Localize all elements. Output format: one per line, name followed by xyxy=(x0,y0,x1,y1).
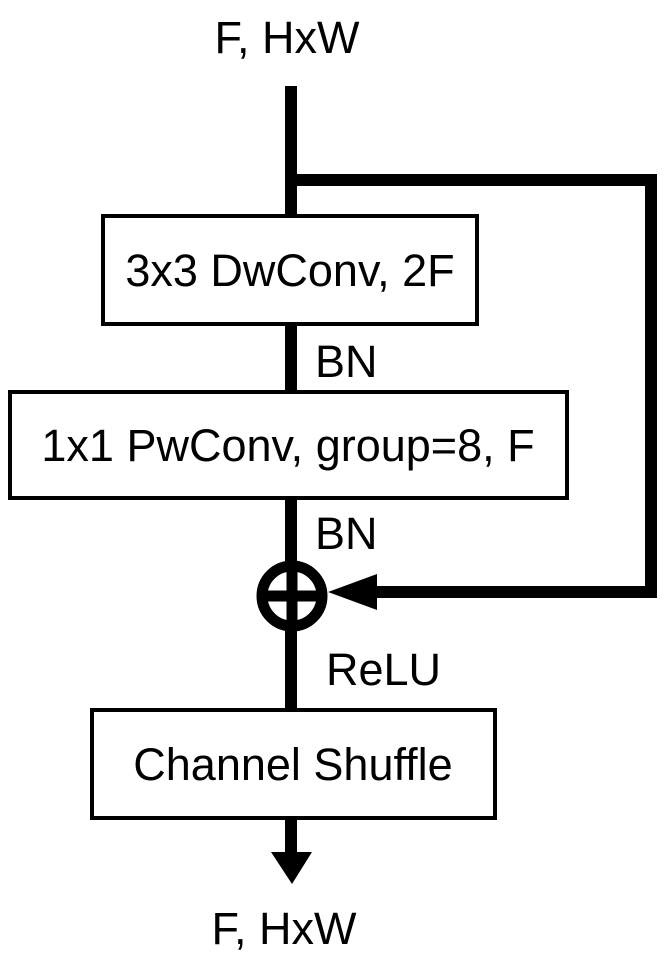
bn-label-1: BN xyxy=(315,336,378,387)
dwconv-box-rect xyxy=(101,214,479,326)
dwconv-box-label: 3x3 DwConv, 2F xyxy=(125,245,454,296)
input-label: F, HxW xyxy=(215,12,361,63)
output-arrowhead-icon xyxy=(271,852,312,884)
skip-arrowhead-icon xyxy=(328,574,377,610)
circled-plus-icon xyxy=(256,560,328,632)
pwconv-box: 1x1 PwConv, group=8, F xyxy=(8,390,569,500)
skip-connection-line xyxy=(291,174,657,598)
relu-label: ReLU xyxy=(326,644,441,695)
dwconv-box: 3x3 DwConv, 2F xyxy=(101,214,479,326)
bn-label-2: BN xyxy=(315,508,378,559)
channel-shuffle-box-rect xyxy=(90,708,497,820)
output-label: F, HxW xyxy=(212,903,358,954)
pwconv-box-rect xyxy=(8,390,569,500)
pwconv-box-label: 1x1 PwConv, group=8, F xyxy=(41,420,534,471)
channel-shuffle-box: Channel Shuffle xyxy=(90,708,497,820)
channel-shuffle-box-label: Channel Shuffle xyxy=(133,739,452,790)
